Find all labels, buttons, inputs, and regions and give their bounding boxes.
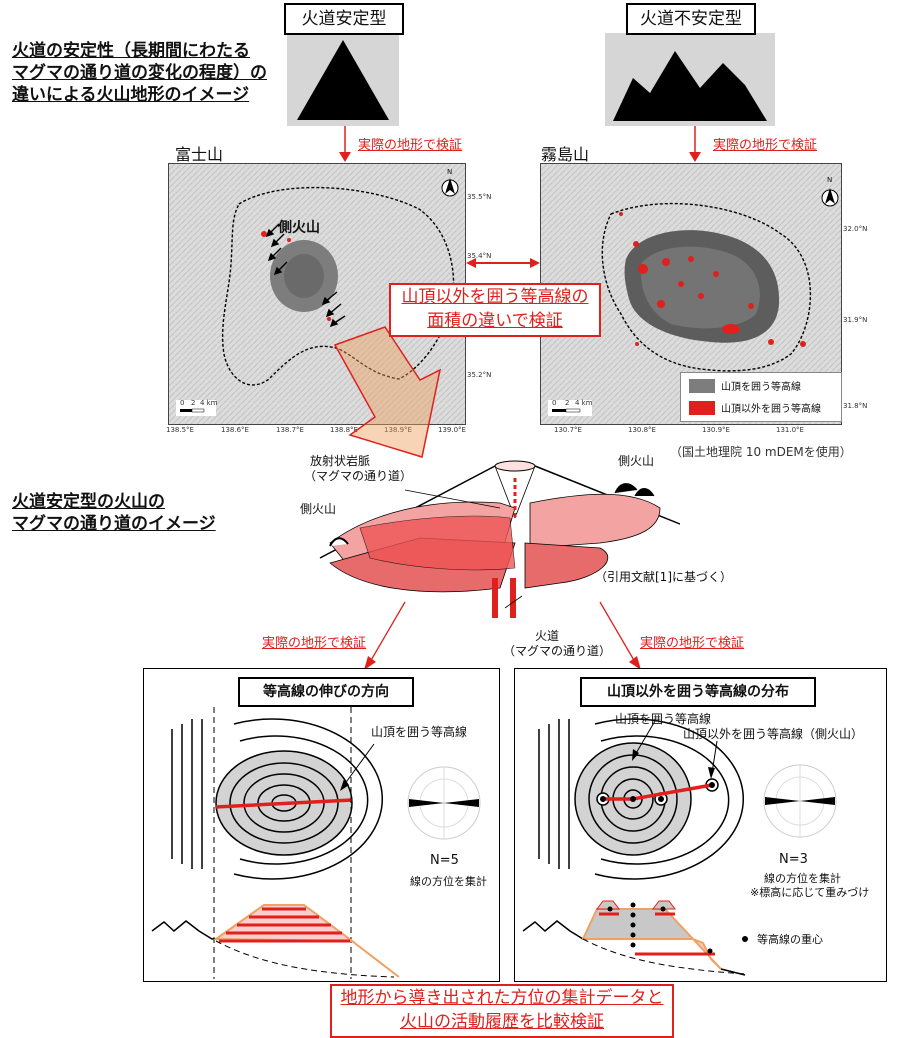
side-volcano-left: 側火山: [300, 502, 337, 516]
dem-note: （国土地理院 10 mDEMを使用）: [670, 445, 852, 459]
lat-tick: 35.5°N: [467, 193, 492, 201]
stable-type-label: 火道安定型: [284, 3, 404, 35]
legend-swatch-grey: [689, 379, 715, 393]
unstable-type-image: [605, 33, 775, 126]
lon-tick: 130.9°E: [702, 426, 730, 434]
verify-label-4: 実際の地形で検証: [640, 636, 745, 651]
legend-summit: 山頂を囲う等高線: [721, 382, 801, 393]
down-arrow-left: [339, 126, 351, 162]
zoom-arrow: [333, 326, 442, 458]
lon-tick: 138.8°E: [330, 426, 358, 434]
center-callout-line2: 面積の違いで検証: [427, 311, 563, 331]
centroid-label: 等高線の重心: [757, 933, 823, 946]
conduit-label-1: 火道: [535, 629, 560, 643]
bottom-callout: 地形から導き出された方位の集計データと 火山の活動履歴を比較検証: [330, 984, 674, 1038]
magma-title: 火道安定型の火山の マグマの通り道のイメージ: [12, 491, 216, 535]
legend-swatch-red: [689, 401, 715, 415]
lon-tick: 139.0°E: [438, 426, 466, 434]
arrow-to-left-panel: [364, 601, 406, 670]
side-volcano-label: 側火山: [278, 220, 320, 236]
single-peak-icon: [297, 40, 389, 120]
scale-bar: [548, 400, 592, 416]
lon-tick: 138.6°E: [221, 426, 249, 434]
north-arrow-icon: [821, 188, 839, 207]
center-callout: 山頂以外を囲う等高線の 面積の違いで検証: [389, 283, 601, 337]
lat-tick: 31.8°N: [843, 402, 868, 410]
left-panel-title: 等高線の伸びの方向: [238, 677, 414, 707]
bottom-callout-line1: 地形から導き出された方位の集計データと: [340, 988, 664, 1008]
main-title-line3: 違いによる火山地形のイメージ: [12, 85, 250, 105]
fuji-title: 富士山: [175, 145, 224, 164]
scale-2: 2: [191, 399, 196, 407]
magma-diagram: [319, 460, 680, 618]
right-n: N=3: [779, 852, 808, 867]
north-arrow-icon: [441, 178, 459, 197]
left-panel: [143, 668, 500, 982]
right-other-contour: 山頂以外を囲う等高線（側火山）: [683, 727, 864, 741]
scale-4: 4 km: [200, 399, 218, 407]
lat-tick: 31.9°N: [843, 316, 868, 324]
lon-tick: 131.0°E: [776, 426, 804, 434]
right-note-1: 線の方位を集計: [764, 872, 841, 885]
arrow-to-right-panel: [599, 601, 641, 670]
left-n: N=5: [430, 853, 459, 868]
center-callout-line1: 山頂以外を囲う等高線の: [401, 287, 589, 307]
lat-tick: 35.2°N: [467, 371, 492, 379]
right-summit-contour: 山頂を囲う等高線: [615, 712, 712, 726]
magma-title-line1: 火道安定型の火山の: [12, 492, 165, 512]
side-volcano-right: 側火山: [618, 454, 655, 468]
main-title-line1: 火道の安定性（長期間にわたる: [12, 41, 250, 61]
double-arrow: [466, 258, 540, 268]
north-label: N: [447, 168, 453, 176]
conduit-label-2: （マグマの通り道）: [503, 644, 612, 658]
verify-label-2: 実際の地形で検証: [713, 138, 818, 153]
kirishima-title: 霧島山: [541, 145, 590, 164]
north-label: N: [827, 176, 833, 184]
scale-4: 4 km: [575, 399, 593, 407]
unstable-type-label: 火道不安定型: [626, 3, 756, 35]
left-summit-contour: 山頂を囲う等高線: [371, 725, 468, 739]
main-title-line2: マグマの通り道の変化の程度）の: [12, 63, 267, 83]
bottom-callout-line2: 火山の活動履歴を比較検証: [400, 1012, 604, 1032]
multi-peak-icon: [613, 51, 767, 121]
stable-type-image: [287, 30, 399, 126]
lon-tick: 130.7°E: [554, 426, 582, 434]
lat-tick: 32.0°N: [843, 225, 868, 233]
legend: 山頂を囲う等高線 山頂以外を囲う等高線: [680, 372, 842, 422]
right-panel: [514, 668, 887, 982]
citation: （引用文献[1]に基づく）: [595, 570, 732, 584]
lon-tick: 138.7°E: [276, 426, 304, 434]
dike-label-1: 放射状岩脈: [310, 454, 371, 468]
down-arrow-right: [689, 126, 701, 162]
left-note: 線の方位を集計: [410, 875, 487, 888]
legend-other: 山頂以外を囲う等高線: [721, 404, 821, 415]
scale-0: 0: [552, 399, 557, 407]
lon-tick: 130.8°E: [628, 426, 656, 434]
verify-label-1: 実際の地形で検証: [358, 138, 463, 153]
lon-tick: 138.9°E: [384, 426, 412, 434]
main-title: 火道の安定性（長期間にわたる マグマの通り道の変化の程度）の 違いによる火山地形…: [12, 40, 267, 106]
scale-0: 0: [180, 399, 185, 407]
magma-title-line2: マグマの通り道のイメージ: [12, 514, 216, 534]
lat-tick: 35.4°N: [467, 252, 492, 260]
left-panel-drawing: [151, 707, 481, 979]
right-panel-drawing: [522, 718, 837, 976]
dike-label-2: （マグマの通り道）: [304, 469, 413, 483]
scale-2: 2: [565, 399, 570, 407]
scale-bar: [176, 400, 216, 416]
right-panel-title: 山頂以外を囲う等高線の分布: [580, 677, 816, 707]
lon-tick: 138.5°E: [166, 426, 194, 434]
verify-label-3: 実際の地形で検証: [262, 636, 367, 651]
right-note-2: ※標高に応じて重みづけ: [750, 886, 870, 899]
